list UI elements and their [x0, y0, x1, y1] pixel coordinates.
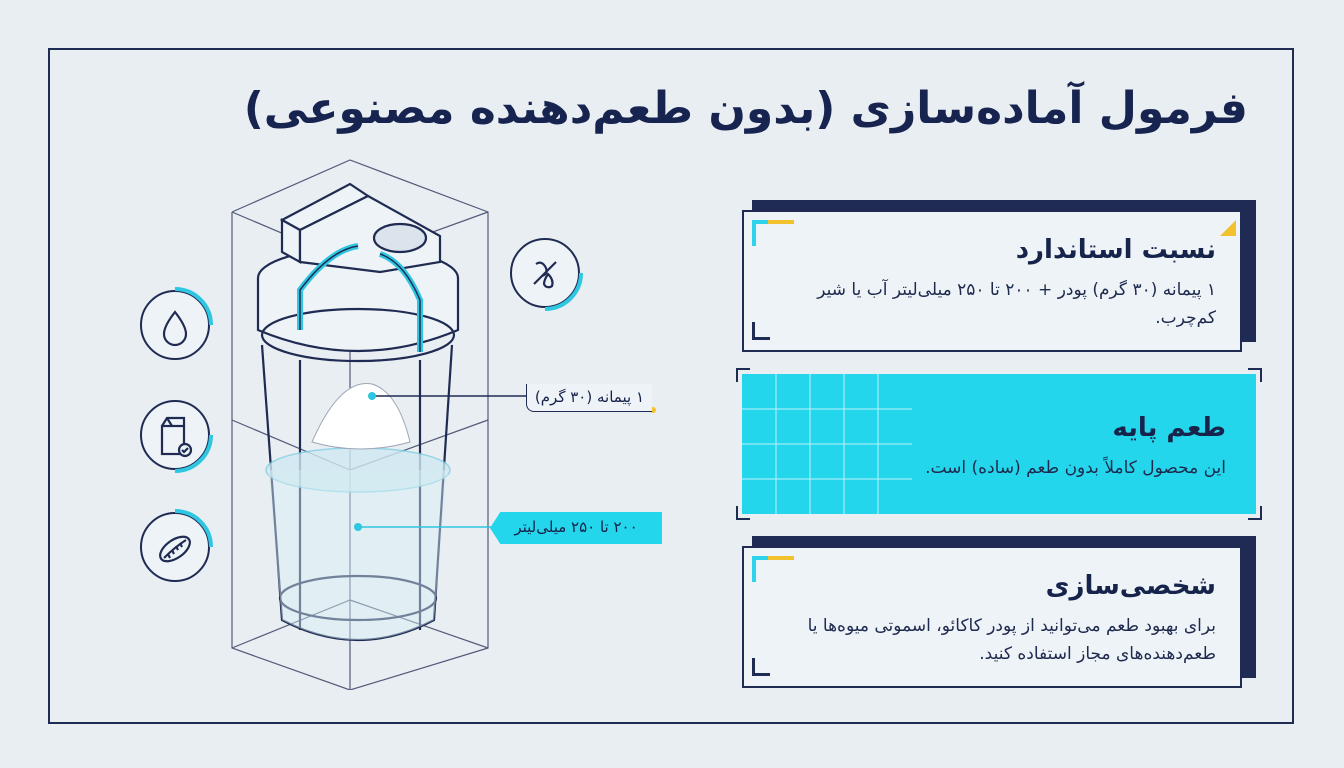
card-flavor-bracket-br — [1248, 506, 1262, 520]
card-custom-title: شخصی‌سازی — [1045, 571, 1216, 601]
cocoa-ring-accent — [174, 509, 213, 548]
scoop-label: ۱ پیمانه (۳۰ گرم) — [526, 384, 652, 412]
page-title: فرمول آماده‌سازی (بدون طعم‌دهنده مصنوعی) — [243, 83, 1248, 134]
cocoa-icon-circle — [140, 512, 210, 582]
card-standard-corner-bottom — [752, 322, 770, 340]
water-drop-icon — [162, 310, 188, 347]
card-standard-corner-triangle — [1220, 220, 1236, 236]
card-flavor-text: این محصول کاملاً بدون طعم (ساده) است. — [925, 458, 1226, 478]
no-flavor-icon — [533, 261, 557, 289]
card-standard-corner-yellow — [768, 220, 794, 224]
card-customization: شخصی‌سازی برای بهبود طعم می‌توانید از پو… — [742, 546, 1242, 688]
shaker-bottle-diagram — [231, 159, 656, 690]
water-ring-accent — [174, 287, 213, 326]
card-base-flavor: طعم پایه این محصول کاملاً بدون طعم (ساده… — [742, 374, 1256, 514]
card-custom-text: برای بهبود طعم می‌توانید از پودر کاکائو،… — [807, 616, 1216, 664]
cocoa-bean-icon — [159, 535, 191, 563]
milk-carton-icon — [160, 416, 193, 458]
card-flavor-bracket-tl — [736, 368, 750, 382]
card-flavor-bracket-bl — [736, 506, 750, 520]
infographic-frame — [48, 48, 1294, 724]
milk-ring-accent — [174, 434, 213, 473]
card-flavor-title: طعم پایه — [1112, 413, 1226, 443]
no-flavor-ring-accent — [544, 272, 583, 311]
card-custom-corner-accent — [752, 556, 778, 582]
card-flavor-bracket-tr — [1248, 368, 1262, 382]
card-standard-ratio: نسبت استاندارد ۱ پیمانه (۳۰ گرم) پودر + … — [742, 210, 1242, 352]
card-standard-text: ۱ پیمانه (۳۰ گرم) پودر + ۲۰۰ تا ۲۵۰ میلی… — [817, 280, 1216, 328]
card-custom-corner-bottom — [752, 658, 770, 676]
liquid-label: ۲۰۰ تا ۲۵۰ میلی‌لیتر — [490, 512, 662, 544]
card-standard-corner-accent — [752, 220, 778, 246]
card-flavor-grid — [742, 374, 912, 514]
card-standard-title: نسبت استاندارد — [1015, 235, 1216, 265]
card-custom-corner-yellow — [768, 556, 794, 560]
